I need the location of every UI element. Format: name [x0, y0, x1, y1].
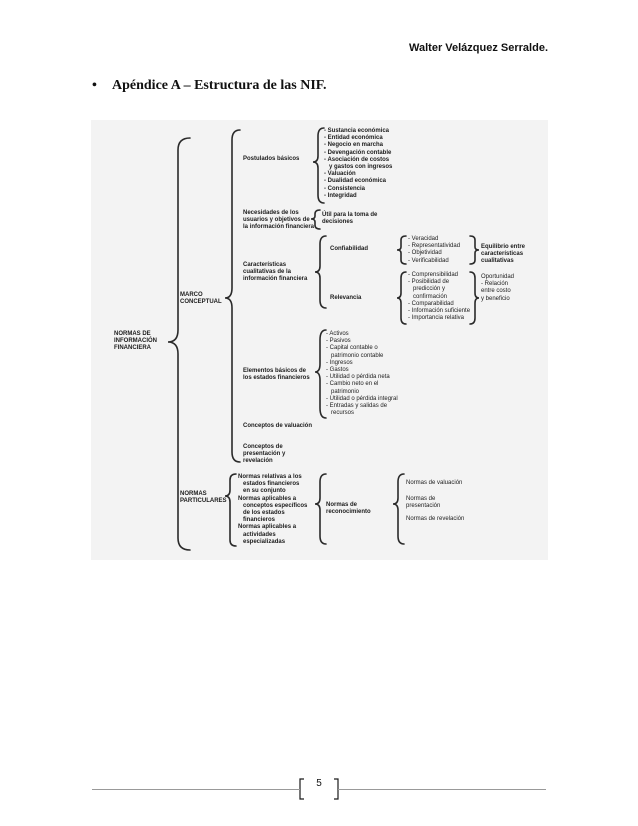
author-name: Walter Velázquez Serralde.	[409, 42, 548, 54]
brace-close-relevancia	[469, 271, 480, 325]
brace-reconocimiento-right	[392, 473, 405, 545]
label-util: Útil para la toma de decisiones	[322, 212, 378, 226]
brace-close-confiabilidad	[469, 235, 480, 265]
label-normas-revelacion: Normas de revelación	[406, 516, 465, 522]
label-normas-presentacion: Normas de presentación	[406, 496, 441, 510]
section-title: Apéndice A – Estructura de las NIF.	[112, 78, 327, 93]
brace-particulares	[224, 473, 237, 547]
list-postulados: - Sustancia económica - Entidad económic…	[324, 128, 393, 199]
brace-elementos	[314, 329, 327, 419]
page-number: 5	[316, 778, 322, 789]
footer-rule-right	[338, 789, 546, 790]
page-number-bracket-left	[299, 778, 304, 800]
list-elementos: - Activos - Pasivos - Capital contable o…	[326, 331, 398, 417]
brace-postulados	[312, 127, 325, 204]
label-conceptos-valuacion: Conceptos de valuación	[243, 423, 313, 429]
label-normas-valuacion: Normas de valuación	[406, 480, 463, 486]
brace-util	[310, 209, 321, 230]
label-marco-conceptual: MARCO CONCEPTUAL	[180, 292, 222, 306]
label-confiabilidad: Confiabilidad	[330, 246, 368, 252]
brace-confiabilidad	[396, 235, 407, 265]
bullet: •	[92, 78, 97, 93]
label-postulados: Postulados básicos	[243, 156, 300, 162]
section-heading: • Apéndice A – Estructura de las NIF.	[92, 78, 327, 94]
brace-reconocimiento-left	[314, 473, 327, 545]
label-equilibrio: Equilibrio entre características cualita…	[481, 244, 526, 265]
brace-marco	[224, 129, 241, 463]
label-caracteristicas: Características cualitativas de la infor…	[243, 262, 308, 283]
label-normas-particulares: NORMAS PARTICULARES	[180, 491, 227, 505]
label-normas-reconocimiento: Normas de reconocimiento	[326, 502, 371, 516]
label-elementos: Elementos básicos de los estados financi…	[243, 368, 310, 382]
footer-rule-left	[92, 789, 300, 790]
list-confiabilidad: - Veracidad - Representatividad - Objeti…	[408, 236, 461, 264]
list-relevancia: - Comprensibilidad - Posibilidad de pred…	[408, 272, 471, 322]
label-relevancia: Relevancia	[330, 295, 362, 301]
label-necesidades: Necesidades de los usuarios y objetivos …	[243, 210, 315, 231]
brace-root	[167, 137, 191, 551]
label-oportunidad: Oportunidad - Relación entre costo y ben…	[481, 274, 515, 302]
label-root: NORMAS DE INFORMACIÓN FINANCIERA	[114, 331, 157, 352]
label-conceptos-presentacion: Conceptos de presentación y revelación	[243, 444, 286, 465]
brace-caracteristicas	[314, 235, 327, 309]
brace-relevancia	[396, 271, 407, 325]
list-normas-particulares: Normas relativas a los estados financier…	[238, 474, 308, 545]
